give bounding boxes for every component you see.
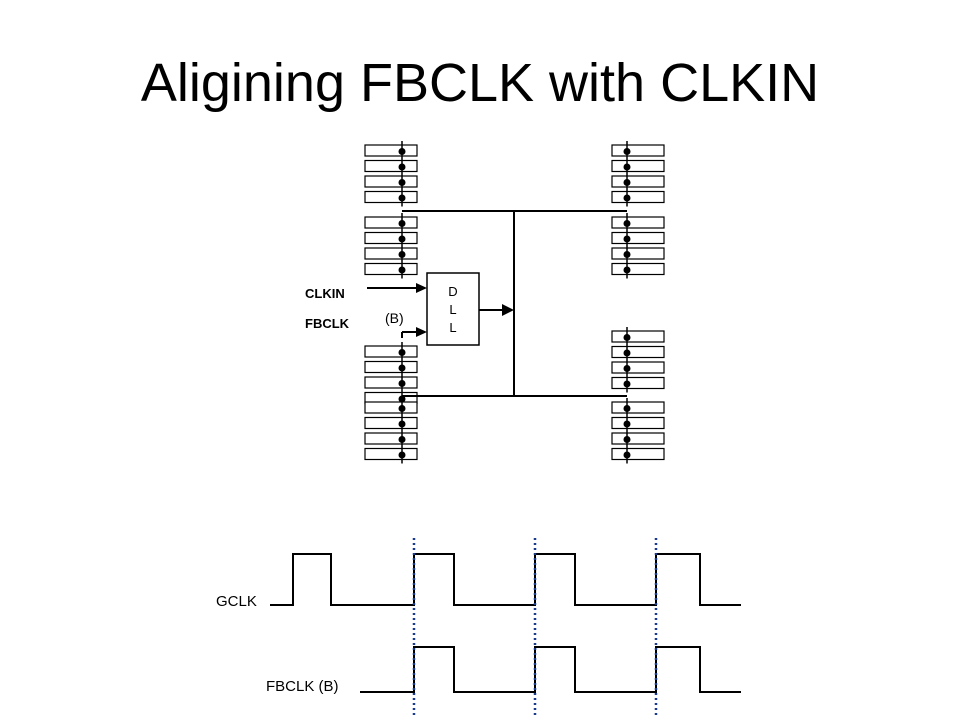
register-cell <box>611 416 665 430</box>
alignment-markers <box>412 538 658 718</box>
dll-output-arrowhead <box>502 304 514 316</box>
register-cell <box>364 231 418 245</box>
register-cell <box>364 416 418 430</box>
register-cell <box>611 190 665 204</box>
fbclk-b-waveform-label: FBCLK (B) <box>266 678 339 695</box>
register-cell <box>364 190 418 204</box>
register-cell <box>611 216 665 229</box>
register-cell <box>364 376 418 389</box>
clkin-arrowhead <box>416 283 427 293</box>
clkin-label: CLKIN <box>305 286 345 301</box>
clock-tree <box>402 210 627 397</box>
register-cell <box>611 361 665 374</box>
register-banks <box>364 141 665 464</box>
register-cell <box>364 360 418 374</box>
gclk-waveform <box>270 553 741 606</box>
register-cell <box>364 144 418 157</box>
slide-title: Aligining FBCLK with CLKIN <box>140 53 820 113</box>
register-cell <box>611 175 665 188</box>
register-cell <box>611 330 665 343</box>
register-cell <box>611 447 665 461</box>
dll-letter-l2: L <box>449 320 456 335</box>
gclk-label: GCLK <box>216 593 257 610</box>
register-cell <box>364 216 418 229</box>
dll-block <box>426 272 480 346</box>
register-cell <box>364 159 418 173</box>
register-cell <box>611 247 665 260</box>
register-cell <box>364 447 418 461</box>
dll-letter-l1: L <box>449 302 456 317</box>
fbclk-b-waveform <box>360 646 741 693</box>
register-cell <box>364 401 418 414</box>
register-cell <box>611 376 665 390</box>
register-cell <box>611 432 665 445</box>
register-cell <box>364 432 418 445</box>
register-cell <box>364 175 418 188</box>
register-cell <box>364 247 418 260</box>
register-cell <box>611 401 665 414</box>
fbclk-arrowhead <box>416 327 427 337</box>
register-cell <box>364 345 418 358</box>
dll-letter-d: D <box>448 284 457 299</box>
register-cell <box>611 231 665 245</box>
register-cell <box>611 159 665 173</box>
register-cell <box>364 262 418 276</box>
register-cell <box>611 345 665 359</box>
register-cell <box>611 144 665 157</box>
fbclk-label: FBCLK <box>305 316 350 331</box>
fbclk-b-marker: (B) <box>385 310 404 326</box>
register-cell <box>611 262 665 276</box>
